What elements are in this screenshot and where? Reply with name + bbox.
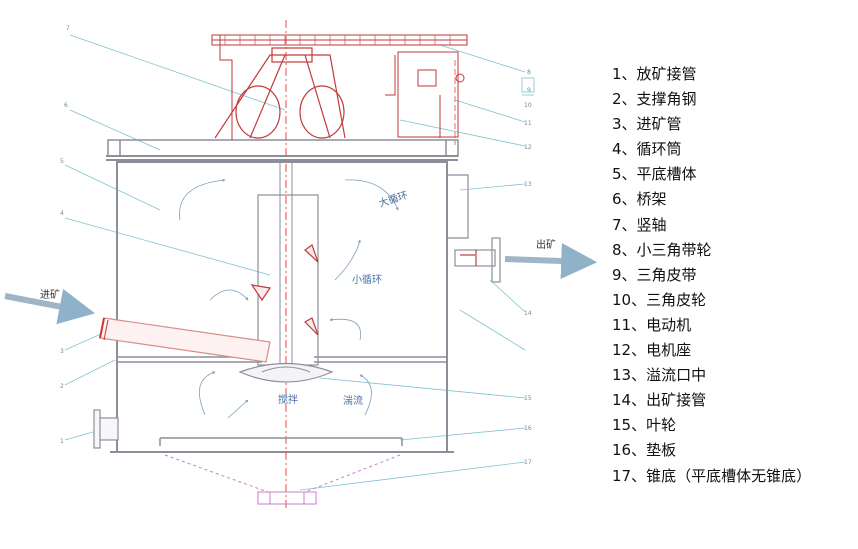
legend-item: 1、放矿接管 — [612, 65, 697, 83]
legend-item: 12、电机座 — [612, 341, 692, 360]
drive-support — [214, 47, 346, 139]
callout-10: 10 — [524, 102, 532, 109]
callout-1: 1 — [60, 438, 64, 445]
component-legend: 1、放矿接管 2、支撑角钢 3、进矿管 4、循环筒 5、平底槽体 6、桥架 7、竖轴 8、小三… — [612, 62, 852, 489]
legend-item: 2、支撑角钢 — [612, 90, 697, 109]
cone-bottom — [164, 454, 401, 505]
callout-8: 8 — [527, 69, 531, 76]
legend-item: 14、出矿接管 — [612, 391, 707, 410]
support-angle — [117, 356, 447, 363]
callout-4: 4 — [60, 210, 64, 217]
legend-item: 3、进矿管 — [612, 115, 682, 134]
belt-guard-box — [521, 77, 535, 96]
callout-7: 7 — [66, 25, 70, 32]
discharge-pipe — [93, 409, 119, 449]
callout-3: 3 — [60, 348, 64, 355]
small-circulation-label: 小循环 — [352, 273, 382, 286]
callout-5: 5 — [60, 158, 64, 165]
belt-rail — [211, 34, 468, 140]
overflow-pipe — [447, 174, 501, 283]
callout-17: 17 — [524, 459, 532, 466]
legend-item: 5、平底槽体 — [612, 165, 697, 184]
flotation-cell-diagram: 7 6 5 4 3 2 1 8 9 10 11 12 13 14 15 16 1… — [4, 20, 598, 510]
legend-item: 13、溢流口中 — [612, 366, 707, 385]
callout-6: 6 — [64, 102, 68, 109]
stirring-label: 搅拌 — [278, 393, 298, 406]
callout-12: 12 — [524, 144, 532, 151]
callout-13: 13 — [524, 181, 532, 188]
flow-arrows — [179, 178, 399, 419]
callout-16: 16 — [524, 425, 532, 432]
base-plate — [159, 437, 403, 446]
callout-15: 15 — [524, 395, 532, 402]
outlet-label: 出矿 — [536, 238, 556, 251]
leader-lines — [64, 34, 526, 491]
inlet-arrow — [4, 288, 96, 325]
legend-item: 4、循环筒 — [612, 140, 682, 159]
legend-item: 6、桥架 — [612, 190, 667, 209]
belt-rail-ticks — [224, 35, 451, 45]
flow-label: 湍流 — [343, 394, 363, 407]
feed-pipe — [99, 317, 271, 363]
callout-11: 11 — [524, 120, 532, 127]
callout-9: 9 — [527, 87, 531, 94]
bridge-frame — [107, 139, 459, 157]
legend-item: 7、竖轴 — [612, 215, 667, 234]
legend-item: 17、锥底（平底槽体无锥底） — [612, 466, 812, 485]
legend-item: 9、三角皮带 — [612, 265, 697, 284]
legend-item: 11、电动机 — [612, 315, 692, 334]
big-circulation-label: 大循环 — [377, 188, 410, 210]
callout-numbers: 7 6 5 4 3 2 1 8 9 10 11 12 13 14 15 16 1… — [60, 25, 532, 466]
callout-14: 14 — [524, 310, 532, 317]
legend-item: 8、小三角带轮 — [612, 240, 712, 259]
impeller — [238, 362, 334, 383]
inlet-label: 进矿 — [40, 288, 60, 301]
legend-item: 15、叶轮 — [612, 416, 677, 435]
legend-item: 10、三角皮轮 — [612, 290, 707, 309]
legend-item: 16、垫板 — [612, 441, 677, 460]
circulation-cylinder — [250, 194, 319, 366]
outlet-arrow — [504, 242, 598, 279]
callout-2: 2 — [60, 383, 64, 390]
